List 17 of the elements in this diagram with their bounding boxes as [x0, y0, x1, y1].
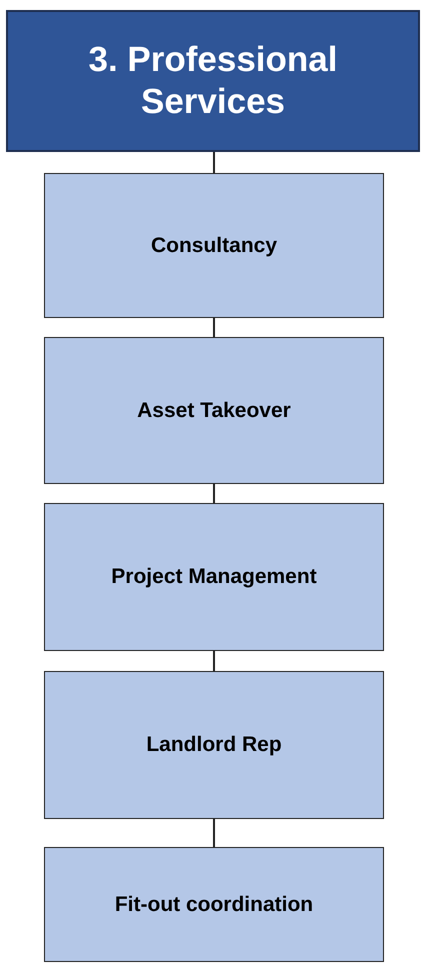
box-label: Consultancy [150, 234, 278, 258]
process-box [44, 337, 384, 484]
box-label: Asset Takeover [137, 398, 291, 422]
title-box [6, 10, 420, 152]
box-label: Project Management [111, 565, 317, 589]
connector-line [213, 318, 215, 337]
process-box [44, 847, 384, 962]
connector-line [213, 651, 215, 671]
connector-line [213, 152, 215, 173]
box-label: Landlord Rep [146, 733, 282, 757]
process-box [44, 503, 384, 651]
process-box [44, 173, 384, 318]
process-box [44, 671, 384, 819]
box-label: Fit-out coordination [114, 892, 314, 916]
box-label: 3. Professional Services [88, 39, 338, 123]
connector-line [213, 819, 215, 847]
connector-line [213, 484, 215, 503]
